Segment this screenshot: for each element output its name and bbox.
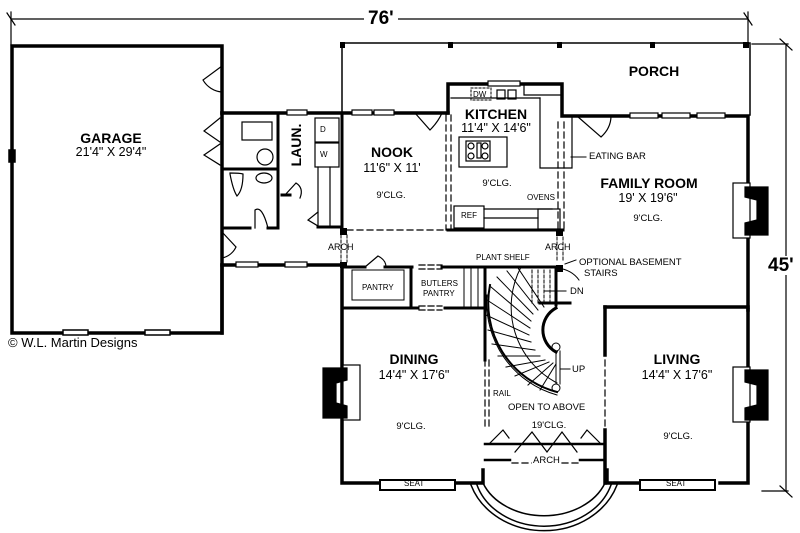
up-label: UP [572,364,586,375]
butlers-pantry-label-1: BUTLERS [421,279,458,288]
family-porch-door [576,115,612,138]
dining-ceiling: 9'CLG. [396,421,426,432]
garage-door-swings [202,65,223,166]
living-size: 14'4" X 17'6" [641,368,713,382]
living-fireplace [732,366,769,423]
porch-outline [341,42,751,116]
arch-left-label: ARCH [328,242,354,252]
nook-kitchen-dashed-lines [346,114,565,231]
plant-shelf-label: PLANT SHELF [476,253,530,262]
window-seats [379,479,716,491]
dining-label: DINING [389,351,439,367]
family-room-label: FAMILY ROOM [600,175,698,191]
width-dimension: 76' [364,9,398,28]
eating-bar-label: EATING BAR [589,151,646,162]
washer-label: W [320,150,328,159]
spiral-staircase [485,266,571,396]
laundry-bath-walls [220,111,344,234]
foyer-ceiling: 19'CLG. [531,420,567,431]
laundry-fixtures [229,117,340,228]
family-room-size: 19' X 19'6" [618,191,678,205]
living-label: LIVING [653,351,701,367]
foyer-arch-label: ARCH [532,455,561,466]
nook-size: 11'6" X 11' [363,161,421,175]
house-exterior-walls [220,82,750,485]
basement-stairs [531,269,551,306]
dryer-label: D [320,125,326,134]
kitchen-label: KITCHEN [464,106,528,122]
dishwasher-label: DW [473,90,487,99]
garage-windows [8,149,171,336]
nook-porch-door [414,112,443,131]
garage-size: 21'4" X 29'4" [75,145,147,159]
depth-dimension: 45' [768,255,794,276]
open-to-above-label: OPEN TO ABOVE [508,402,586,413]
living-ceiling: 9'CLG. [663,431,693,442]
copyright-notice: © W.L. Martin Designs [8,335,138,350]
arch-left-marks [340,234,348,263]
butlers-pantry-label-2: PANTRY [423,289,455,298]
kitchen-counters [450,83,573,230]
porch-label: PORCH [628,63,680,79]
pantry-shelf [351,269,405,301]
down-label: DN [570,286,584,297]
family-room-ceiling: 9'CLG. [633,213,663,224]
laundry-label: LAUN. [288,123,304,167]
entry-bay [470,429,618,532]
pantry-walls [340,265,558,362]
basement-stairs-label-1: OPTIONAL BASEMENT [579,257,682,268]
dining-size: 14'4" X 17'6" [378,368,450,382]
nook-label: NOOK [371,144,413,160]
living-seat-label: SEAT [666,479,687,488]
top-windows [235,80,726,268]
pantry-door [364,255,387,268]
pantry-label: PANTRY [362,283,394,292]
garage-label: GARAGE [80,130,142,146]
family-fireplace [732,182,769,239]
porch-posts [340,42,749,48]
ovens-label: OVENS [527,193,556,202]
basement-stairs-label-2: STAIRS [584,268,618,279]
kitchen-size: 11'4" X 14'6" [461,121,531,135]
dishwasher-outline [470,87,492,101]
laundry-doors [221,182,319,259]
garage-walls [10,44,224,335]
rail-label: RAIL [493,389,511,398]
arch-right-label: ARCH [545,242,571,252]
dining-fireplace [322,364,361,421]
dining-seat-label: SEAT [404,479,425,488]
living-walls [603,305,750,485]
refrigerator-label: REF [461,211,477,220]
kitchen-ceiling: 9'CLG. [482,178,512,189]
nook-ceiling: 9'CLG. [376,190,406,201]
